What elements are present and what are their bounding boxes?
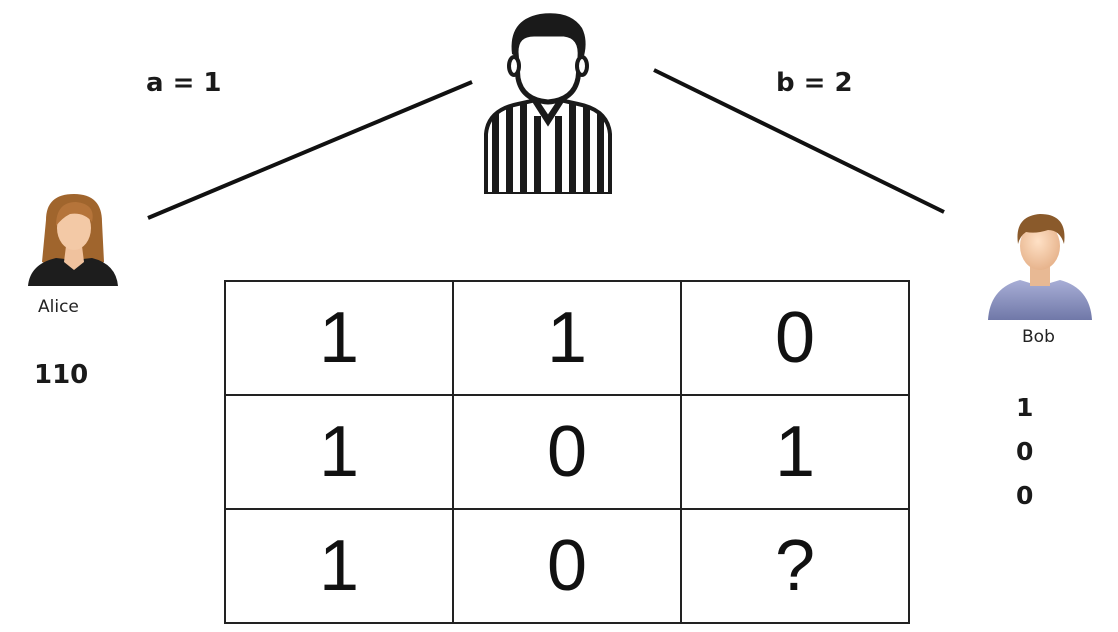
grid-row: 1 0 1 — [224, 394, 910, 510]
grid-row: 1 0 ? — [224, 508, 910, 624]
referee-icon — [484, 13, 612, 194]
grid-cell: 0 — [452, 394, 682, 510]
bob-name: Bob — [1022, 327, 1055, 347]
bob-bit: 0 — [1016, 481, 1034, 510]
grid-cell: 1 — [224, 394, 454, 510]
alice-referee-line — [147, 80, 473, 220]
label-a: a = 1 — [146, 68, 222, 98]
alice-name: Alice — [38, 297, 79, 317]
label-b: b = 2 — [776, 68, 853, 98]
bob-bits: 1 0 0 — [1016, 388, 1040, 520]
alice-bits: 110 — [34, 360, 89, 390]
bob-bit: 1 — [1016, 393, 1034, 422]
grid-row: 1 1 0 — [224, 280, 910, 396]
referee-bob-line — [653, 68, 945, 214]
alice-avatar-icon — [28, 194, 118, 286]
grid-cell: 1 — [452, 280, 682, 396]
bob-avatar-icon — [988, 214, 1092, 320]
grid-cell: 1 — [224, 508, 454, 624]
grid-cell-unknown: ? — [680, 508, 910, 624]
grid-cell: 1 — [224, 280, 454, 396]
magic-square-grid: 1 1 0 1 0 1 1 0 ? — [224, 280, 910, 624]
grid-cell: 0 — [452, 508, 682, 624]
grid-cell: 1 — [680, 394, 910, 510]
bob-bit: 0 — [1016, 437, 1034, 466]
grid-cell: 0 — [680, 280, 910, 396]
